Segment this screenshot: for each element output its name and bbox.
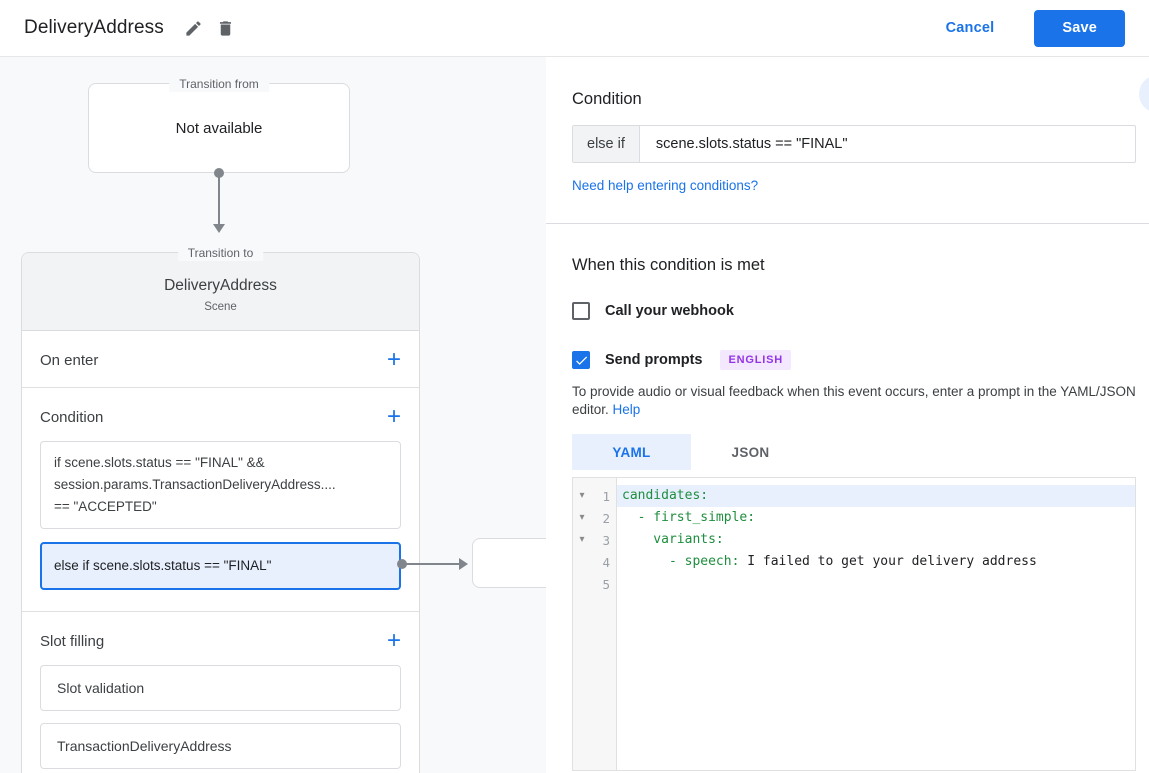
cancel-button[interactable]: Cancel bbox=[945, 20, 995, 36]
condition-prefix: else if bbox=[573, 126, 640, 162]
slot-item-validation[interactable]: Slot validation bbox=[40, 665, 401, 711]
connector-line-horizontal bbox=[402, 563, 460, 565]
prompts-description: To provide audio or visual feedback when… bbox=[572, 383, 1147, 418]
yaml-key: - first_simple: bbox=[622, 510, 756, 525]
yaml-key: variants: bbox=[622, 532, 724, 547]
transition-to-label: Transition to bbox=[177, 245, 264, 261]
fold-toggle-icon[interactable]: ▾ bbox=[575, 529, 589, 551]
code-line-5 bbox=[617, 573, 1135, 595]
on-enter-section: On enter + bbox=[22, 331, 419, 387]
slot-filling-section-header: Slot filling + bbox=[22, 612, 419, 665]
prompts-help-link[interactable]: Help bbox=[612, 401, 641, 417]
call-webhook-label[interactable]: Call your webhook bbox=[605, 303, 734, 319]
save-button[interactable]: Save bbox=[1034, 9, 1125, 47]
code-line-3: variants: bbox=[617, 529, 1135, 551]
gutter-row: ▾ 1 bbox=[573, 485, 616, 507]
condition-item-elseif-selected[interactable]: else if scene.slots.status == "FINAL" bbox=[40, 542, 401, 590]
add-on-enter-button[interactable]: + bbox=[386, 346, 401, 373]
app-header: DeliveryAddress Cancel Save bbox=[0, 0, 1149, 57]
on-enter-label: On enter bbox=[40, 351, 99, 369]
condition-heading: Condition bbox=[572, 90, 642, 108]
fold-toggle-icon[interactable]: ▾ bbox=[575, 507, 589, 529]
condition-detail-panel: Condition else if scene.slots.status == … bbox=[546, 57, 1149, 773]
collapse-panel-button[interactable] bbox=[1139, 75, 1149, 113]
scene-type: Scene bbox=[204, 300, 237, 313]
when-condition-met-heading: When this condition is met bbox=[572, 256, 765, 274]
line-number: 2 bbox=[602, 510, 610, 526]
scene-card: Transition to DeliveryAddress Scene On e… bbox=[21, 245, 420, 773]
condition-section-header: Condition + bbox=[22, 388, 419, 441]
prompts-option-row: Send prompts ENGLISH bbox=[572, 350, 1149, 370]
code-line-4: - speech: I failed to get your delivery … bbox=[617, 551, 1135, 573]
call-webhook-checkbox[interactable] bbox=[572, 302, 590, 320]
code-line-1: candidates: bbox=[617, 485, 1135, 507]
tab-json[interactable]: JSON bbox=[691, 434, 810, 470]
line-number: 1 bbox=[602, 488, 610, 504]
scene-card-header: DeliveryAddress Scene bbox=[22, 253, 419, 331]
condition-line: == "ACCEPTED" bbox=[54, 499, 157, 514]
transition-target-box bbox=[472, 538, 546, 588]
language-badge: ENGLISH bbox=[720, 350, 791, 370]
condition-line: if scene.slots.status == "FINAL" && bbox=[54, 455, 265, 470]
trash-icon bbox=[216, 19, 235, 38]
yaml-key: candidates: bbox=[622, 488, 709, 503]
prompts-description-text: To provide audio or visual feedback when… bbox=[572, 384, 1136, 417]
connector-line-vertical bbox=[218, 173, 220, 225]
yaml-code-editor[interactable]: ▾ 1 ▾ 2 ▾ 3 4 5 candidates: bbox=[572, 477, 1136, 771]
send-prompts-label[interactable]: Send prompts bbox=[605, 352, 703, 368]
gutter-row: ▾ 2 bbox=[573, 507, 616, 529]
condition-item-if[interactable]: if scene.slots.status == "FINAL" && sess… bbox=[40, 441, 401, 529]
gutter-row: ▾ 3 bbox=[573, 529, 616, 551]
code-area[interactable]: candidates: - first_simple: variants: - … bbox=[617, 478, 1135, 770]
condition-line: session.params.TransactionDeliveryAddres… bbox=[54, 477, 336, 492]
condition-label: Condition bbox=[40, 408, 104, 426]
gutter-row: 4 bbox=[573, 551, 616, 573]
main-content: Transition from Not available Transition… bbox=[0, 57, 1149, 773]
add-slot-button[interactable]: + bbox=[386, 627, 401, 654]
divider bbox=[22, 611, 419, 612]
fold-toggle-icon[interactable]: ▾ bbox=[575, 485, 589, 507]
line-number: 5 bbox=[602, 576, 610, 592]
slot-filling-label: Slot filling bbox=[40, 632, 105, 650]
editor-format-tabs: YAML JSON bbox=[572, 434, 1149, 470]
transition-from-value: Not available bbox=[175, 119, 263, 137]
slot-item-transaction-delivery-address[interactable]: TransactionDeliveryAddress bbox=[40, 723, 401, 769]
yaml-key: - speech: bbox=[622, 554, 740, 569]
check-icon bbox=[574, 353, 589, 368]
scene-name: DeliveryAddress bbox=[164, 276, 277, 294]
condition-expression-input[interactable]: else if scene.slots.status == "FINAL" bbox=[572, 125, 1136, 163]
divider bbox=[22, 387, 419, 388]
edit-scene-button[interactable] bbox=[178, 12, 210, 44]
divider bbox=[546, 223, 1149, 224]
delete-scene-button[interactable] bbox=[210, 12, 242, 44]
code-line-2: - first_simple: bbox=[617, 507, 1135, 529]
line-number: 3 bbox=[602, 532, 610, 548]
line-number: 4 bbox=[602, 554, 610, 570]
condition-help-link[interactable]: Need help entering conditions? bbox=[572, 178, 759, 193]
scene-flow-canvas: Transition from Not available Transition… bbox=[0, 57, 546, 773]
condition-expression-value[interactable]: scene.slots.status == "FINAL" bbox=[655, 136, 848, 152]
arrow-right-icon bbox=[459, 558, 468, 570]
arrow-down-icon bbox=[213, 224, 225, 233]
transition-from-box: Transition from Not available bbox=[88, 76, 350, 173]
webhook-option-row: Call your webhook bbox=[572, 302, 1149, 320]
yaml-value: I failed to get your delivery address bbox=[739, 554, 1037, 569]
add-condition-button[interactable]: + bbox=[386, 403, 401, 430]
editor-gutter: ▾ 1 ▾ 2 ▾ 3 4 5 bbox=[573, 478, 617, 770]
transition-from-label: Transition from bbox=[169, 76, 269, 92]
page-title: DeliveryAddress bbox=[24, 17, 164, 38]
tab-yaml[interactable]: YAML bbox=[572, 434, 691, 470]
pencil-icon bbox=[184, 19, 203, 38]
gutter-row: 5 bbox=[573, 573, 616, 595]
send-prompts-checkbox[interactable] bbox=[572, 351, 590, 369]
